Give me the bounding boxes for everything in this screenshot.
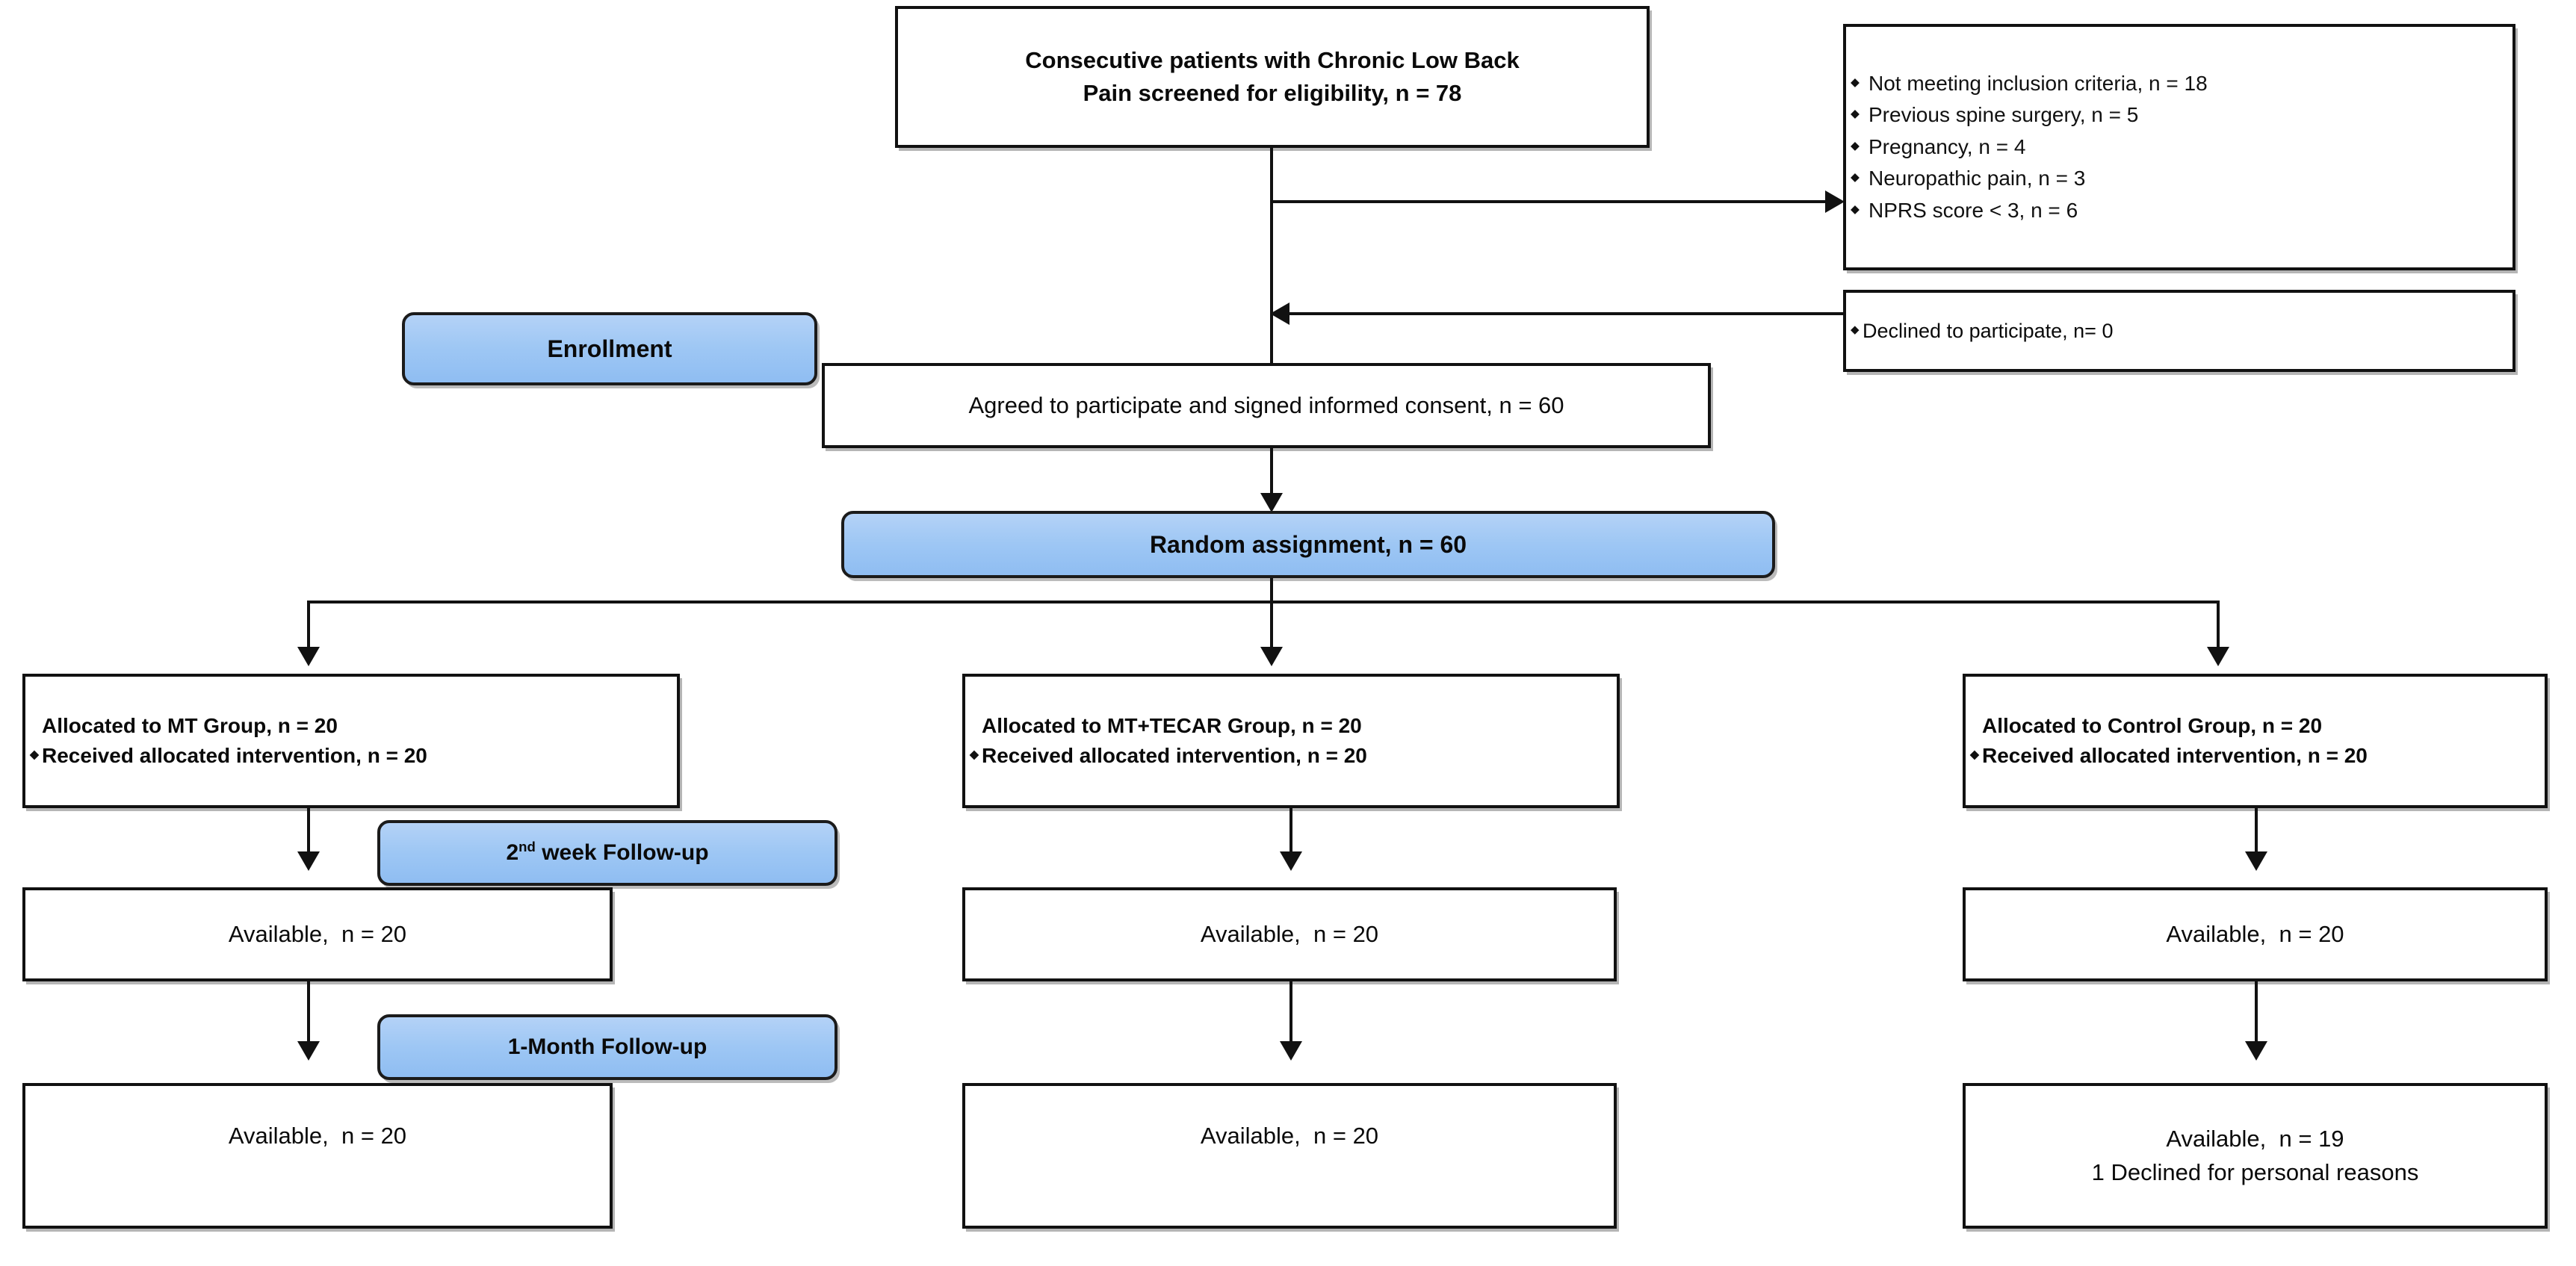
month1-mt-text: Available, n = 20 (228, 1123, 407, 1149)
arrow-mt-tecar-week2-icon (1280, 851, 1302, 871)
exclusion-item: Not meeting inclusion criteria, n = 18 (1846, 68, 2512, 100)
connector-mt-tecar-to-month1 (1289, 981, 1292, 1047)
month1-box-control: Available, n = 19 1 Declined for persona… (1963, 1083, 2548, 1229)
allocation-box-mt-tecar: Allocated to MT+TECAR Group, n = 20 Rece… (962, 674, 1620, 808)
month1-followup-badge: 1-Month Follow-up (377, 1014, 837, 1080)
arrow-to-exclusion-icon (1825, 190, 1845, 213)
exclusion-item: Pregnancy, n = 4 (1846, 131, 2512, 164)
connector-mt-tecar-to-week2 (1289, 808, 1292, 857)
month1-control-line1: Available, n = 19 (2166, 1126, 2344, 1152)
week2-mt-text: Available, n = 20 (228, 920, 407, 947)
consent-text: Agreed to participate and signed informe… (968, 391, 1564, 418)
week2-box-control: Available, n = 20 (1963, 887, 2548, 981)
arrow-to-random-icon (1260, 493, 1283, 512)
connector-consent-to-random (1270, 448, 1273, 502)
declined-text: Declined to participate, n= 0 (1846, 317, 2512, 345)
consent-box: Agreed to participate and signed informe… (822, 363, 1711, 448)
month1-mt-tecar-text: Available, n = 20 (1200, 1123, 1379, 1149)
branch-center-drop (1270, 601, 1273, 651)
exclusion-item: Previous spine surgery, n = 5 (1846, 99, 2512, 131)
exclusion-list: Not meeting inclusion criteria, n = 18 P… (1846, 68, 2512, 227)
allocation-mt-tecar-line2: Received allocated intervention, n = 20 (965, 741, 1617, 771)
allocation-mt-line2: Received allocated intervention, n = 20 (25, 741, 677, 771)
declined-box: Declined to participate, n= 0 (1843, 290, 2515, 372)
arrow-mt-month1-icon (297, 1041, 320, 1061)
arrow-control-month1-icon (2245, 1041, 2267, 1061)
week2-prefix: 2 (506, 840, 519, 865)
arrow-to-mt-group-icon (297, 647, 320, 666)
branch-right-drop (2217, 601, 2220, 651)
month1-followup-label: 1-Month Follow-up (507, 1034, 708, 1059)
arrow-mt-tecar-month1-icon (1280, 1041, 1302, 1061)
week2-box-mt: Available, n = 20 (22, 887, 613, 981)
allocation-control-line1: Allocated to Control Group, n = 20 (1982, 714, 2323, 738)
arrow-to-mt-tecar-group-icon (1260, 647, 1283, 666)
exclusion-box: Not meeting inclusion criteria, n = 18 P… (1843, 24, 2515, 270)
week2-control-text: Available, n = 20 (2166, 920, 2344, 947)
connector-to-exclusion (1270, 200, 1827, 203)
exclusion-item: NPRS score < 3, n = 6 (1846, 195, 2512, 227)
month1-control-line2: 1 Declined for personal reasons (2091, 1158, 2419, 1185)
week2-followup-label: 2nd week Follow-up (506, 840, 708, 866)
randomization-badge: Random assignment, n = 60 (841, 511, 1775, 578)
enrollment-stage-badge: Enrollment (402, 312, 817, 385)
connector-mt-to-week2 (307, 808, 310, 857)
arrow-control-week2-icon (2245, 851, 2267, 871)
allocation-box-mt: Allocated to MT Group, n = 20 Received a… (22, 674, 680, 808)
exclusion-item: Neuropathic pain, n = 3 (1846, 163, 2512, 195)
month1-box-mt-tecar: Available, n = 20 (962, 1083, 1617, 1229)
arrow-to-control-group-icon (2207, 647, 2229, 666)
allocation-mt-tecar-line1: Allocated to MT+TECAR Group, n = 20 (982, 714, 1362, 738)
connector-from-declined (1289, 312, 1846, 315)
connector-mt-to-month1 (307, 981, 310, 1047)
screening-box: Consecutive patients with Chronic Low Ba… (895, 6, 1650, 148)
week2-box-mt-tecar: Available, n = 20 (962, 887, 1617, 981)
randomization-label: Random assignment, n = 60 (1149, 530, 1467, 558)
connector-control-to-month1 (2255, 981, 2258, 1047)
connector-control-to-week2 (2255, 808, 2258, 857)
enrollment-badge-label: Enrollment (547, 335, 672, 362)
allocation-control-line2: Received allocated intervention, n = 20 (1966, 741, 2545, 771)
branch-left-drop (307, 601, 310, 651)
month1-box-mt: Available, n = 20 (22, 1083, 613, 1229)
allocation-box-control: Allocated to Control Group, n = 20 Recei… (1963, 674, 2548, 808)
branch-bar (307, 601, 2220, 603)
screening-text: Consecutive patients with Chronic Low Ba… (1025, 46, 1520, 106)
allocation-mt-line1: Allocated to MT Group, n = 20 (42, 714, 338, 738)
week2-followup-badge: 2nd week Follow-up (377, 820, 837, 886)
week2-mt-tecar-text: Available, n = 20 (1200, 920, 1379, 947)
arrow-from-declined-icon (1270, 302, 1289, 325)
week2-suffix: week Follow-up (535, 840, 709, 865)
week2-superscript: nd (518, 839, 536, 854)
trunk-screening-to-consent (1270, 148, 1273, 363)
arrow-mt-week2-icon (297, 851, 320, 871)
branch-stem (1270, 578, 1273, 603)
